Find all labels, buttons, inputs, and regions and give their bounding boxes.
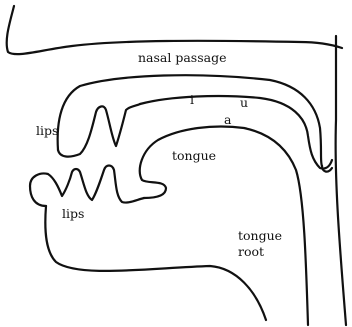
- chin-jaw: [45, 206, 266, 320]
- pharynx-wall: [336, 36, 346, 325]
- palate-inner: [140, 96, 332, 169]
- upper-lips-label: lips: [36, 123, 58, 138]
- tongue-root-label-line2: root: [238, 244, 264, 259]
- vowel-i-label: i: [190, 92, 194, 107]
- nose-outline: [7, 6, 342, 54]
- tongue-root-label-line1: tongue: [238, 228, 282, 243]
- tongue-label: tongue: [172, 148, 216, 163]
- lower-lip-teeth: [30, 166, 144, 207]
- nasal-passage-label: nasal passage: [138, 50, 226, 65]
- tongue-surface: [140, 127, 308, 326]
- upper-lip-inner: [58, 104, 140, 157]
- lower-lips-label: lips: [62, 206, 84, 221]
- vowel-a-label: a: [224, 112, 232, 127]
- vowel-u-label: u: [240, 95, 248, 110]
